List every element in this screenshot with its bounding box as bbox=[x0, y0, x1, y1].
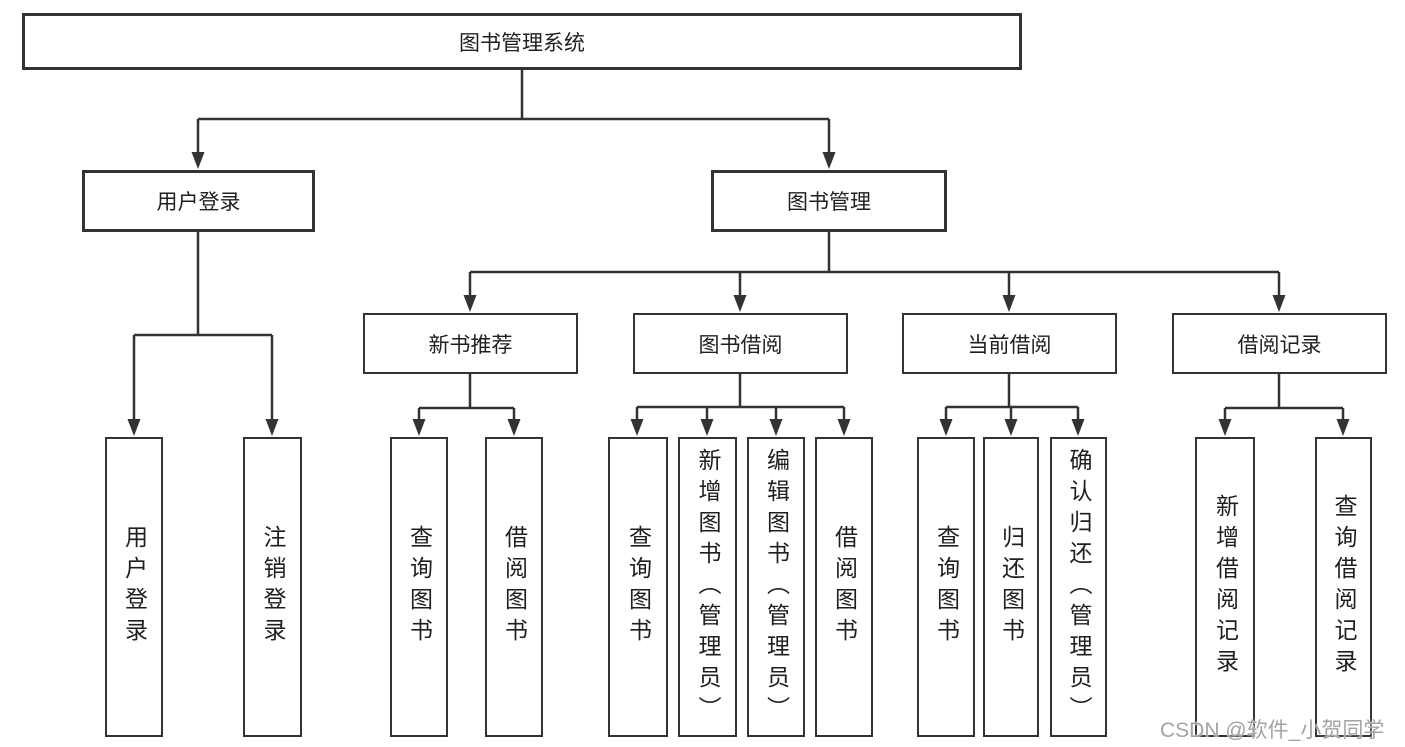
node-borrowing-records: 借阅记录 bbox=[1172, 313, 1387, 374]
leaf-add-borrow-record: 新增借阅记录 bbox=[1195, 437, 1255, 737]
leaf-return-books: 归还图书 bbox=[983, 437, 1039, 737]
leaf-logout: 注销登录 bbox=[243, 437, 302, 737]
leaf-query-borrow-record: 查询借阅记录 bbox=[1315, 437, 1372, 737]
leaf-borrow-books: 借阅图书 bbox=[815, 437, 873, 737]
leaf-query-books-current: 查询图书 bbox=[917, 437, 975, 737]
node-new-book-recommend: 新书推荐 bbox=[363, 313, 578, 374]
leaf-edit-books-admin: 编辑图书（管理员） bbox=[747, 437, 805, 737]
csdn-watermark: CSDN @软件_小贺同学 bbox=[1160, 719, 1385, 742]
leaf-query-books-recommend: 查询图书 bbox=[390, 437, 448, 737]
leaf-confirm-return-admin: 确认归还（管理员） bbox=[1050, 437, 1107, 737]
leaf-user-login: 用户登录 bbox=[105, 437, 163, 737]
leaf-add-books-admin: 新增图书（管理员） bbox=[678, 437, 737, 737]
leaf-borrow-books-recommend: 借阅图书 bbox=[485, 437, 543, 737]
node-book-borrowing: 图书借阅 bbox=[633, 313, 848, 374]
leaf-query-books-borrowing: 查询图书 bbox=[608, 437, 668, 737]
arrowheads bbox=[127, 152, 1350, 436]
node-current-borrowing: 当前借阅 bbox=[902, 313, 1117, 374]
node-library-management-system: 图书管理系统 bbox=[22, 13, 1022, 70]
node-user-login: 用户登录 bbox=[82, 170, 315, 232]
node-book-management: 图书管理 bbox=[711, 170, 947, 232]
